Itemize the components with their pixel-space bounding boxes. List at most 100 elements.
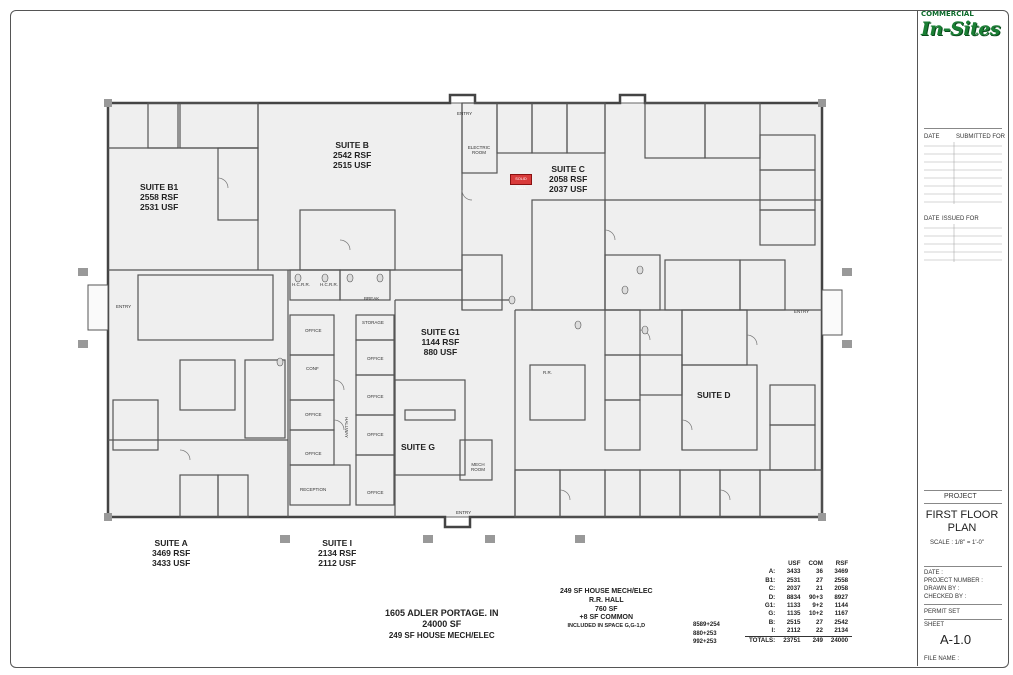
office-label-1: OFFICE xyxy=(305,328,322,333)
suite-c-name: SUITE C xyxy=(551,164,585,174)
calc-notes: 8589+254 880+253 992+253 xyxy=(693,621,720,647)
suite-a-label: SUITE A 3469 RSF 3433 USF xyxy=(152,538,190,569)
common-note-line3: 760 SF xyxy=(595,605,618,613)
office-label-7: OFFICE xyxy=(367,490,384,495)
suite-i-label: SUITE I 2134 RSF 2112 USF xyxy=(318,538,356,569)
entry-label-right: ENTRY xyxy=(794,309,810,314)
logo-small-text: COMMERCIAL xyxy=(921,10,974,18)
table-cell: 10+2 xyxy=(808,610,823,618)
plan-title: FIRST FLOOR PLAN xyxy=(919,509,1005,535)
suite-g1-name: SUITE G1 xyxy=(421,327,460,337)
entry-label-left: ENTRY xyxy=(116,304,132,309)
conf-room-label: CONF xyxy=(306,366,319,371)
tb-sheet-label: SHEET xyxy=(924,622,945,628)
table-cell: 2558 xyxy=(834,576,849,584)
table-cell: 2542 xyxy=(834,618,849,626)
office-label-2: OFFICE xyxy=(367,356,384,361)
suite-a-usf: 3433 USF xyxy=(152,558,191,569)
drawing-sheet-border xyxy=(10,10,1009,668)
office-label-4: OFFICE xyxy=(305,412,322,417)
common-note-line2: R.R. HALL xyxy=(588,596,624,604)
common-note-line4: +8 SF COMMON xyxy=(579,614,634,622)
plan-title-line1: FIRST FLOOR xyxy=(925,509,999,521)
tb-project-label: PROJECT xyxy=(944,493,977,500)
tb-permit-set: PERMIT SET xyxy=(924,609,960,615)
table-cell: 3433 xyxy=(786,568,801,576)
rr-label: R.R. xyxy=(543,370,552,375)
area-table-header: USF COM RSF xyxy=(745,560,852,568)
suite-g1-usf: 880 USF xyxy=(423,347,458,358)
suite-b-name: SUITE B xyxy=(335,140,369,150)
table-cell: 1167 xyxy=(834,610,849,618)
calc-note-1: 8589+254 xyxy=(693,622,720,628)
suite-c-label: SUITE C 2058 RSF 2037 USF xyxy=(549,164,587,195)
suite-b-usf: 2515 USF xyxy=(333,160,372,171)
area-table-header-cell xyxy=(745,560,779,568)
area-table-header-cell: COM xyxy=(808,560,823,567)
suite-c-rsf: 2058 RSF xyxy=(549,174,588,185)
tb-issued-label: ISSUED FOR xyxy=(942,216,979,222)
table-cell: B: xyxy=(768,618,776,626)
table-cell: 36 xyxy=(816,568,823,576)
break-room-label: BREAK xyxy=(364,296,380,301)
tb-issued-grid xyxy=(924,224,1002,262)
table-cell: C: xyxy=(768,585,776,593)
table-cell: 2112 xyxy=(787,627,801,635)
suite-i-name: SUITE I xyxy=(322,538,353,548)
table-cell: 2531 xyxy=(786,576,801,584)
table-cell: 249 xyxy=(812,636,823,644)
table-cell: D: xyxy=(768,593,776,601)
company-logo: COMMERCIAL In-Sites xyxy=(919,10,1007,46)
table-cell: 2134 xyxy=(834,627,849,635)
title-block-rule xyxy=(924,490,1002,491)
tb-checked-by: CHECKED BY : xyxy=(924,594,967,600)
area-table-header-cell: USF xyxy=(788,560,801,567)
table-cell: TOTALS: xyxy=(749,636,776,644)
building-house-mech: 249 SF HOUSE MECH/ELEC xyxy=(388,630,495,640)
common-area-note: 249 SF HOUSE MECH/ELEC R.R. HALL 760 SF … xyxy=(560,588,653,630)
suite-i-rsf: 2134 RSF xyxy=(318,548,357,559)
table-cell: 27 xyxy=(816,618,823,626)
tb-submitted-label: SUBMITTED FOR xyxy=(956,134,1005,140)
tb-drawn-by: DRAWN BY : xyxy=(924,586,960,592)
table-cell: 9+2 xyxy=(812,602,823,610)
building-info: 1605 ADLER PORTAGE. IN 24000 SF 249 SF H… xyxy=(385,608,499,641)
table-cell: 8834 xyxy=(786,593,801,601)
title-block-rule xyxy=(924,604,1002,605)
suite-c-usf: 2037 USF xyxy=(549,184,588,195)
calc-note-3: 992+253 xyxy=(693,639,717,646)
title-block-rule xyxy=(924,619,1002,620)
title-block-divider xyxy=(917,10,918,666)
hallway-label: HALLWAY xyxy=(343,417,349,438)
entry-label-top: ENTRY xyxy=(457,111,473,116)
table-cell: I: xyxy=(771,627,776,635)
office-label-5: OFFICE xyxy=(367,432,384,437)
suite-g-label: SUITE G xyxy=(401,442,436,452)
tb-date2-label: DATE xyxy=(924,216,940,222)
table-cell: 8927 xyxy=(834,593,849,601)
building-address: 1605 ADLER PORTAGE. IN xyxy=(385,608,499,618)
tb-project-info: DATE : PROJECT NUMBER : DRAWN BY : CHECK… xyxy=(924,569,983,601)
building-total-sf: 24000 SF xyxy=(422,619,462,630)
table-cell: 21 xyxy=(816,585,823,593)
hcrr-label-1: H.C.R.R. xyxy=(292,282,310,287)
storage-label: STORAGE xyxy=(362,320,384,325)
suite-a-name: SUITE A xyxy=(154,538,188,548)
common-note-line5: INCLUDED IN SPACE G,G-1,D xyxy=(567,623,646,629)
suite-b-rsf: 2542 RSF xyxy=(333,150,372,161)
title-block-rule xyxy=(924,566,1002,567)
tb-date-label: DATE xyxy=(924,134,940,140)
mech-room-label: MECH ROOM xyxy=(471,462,485,472)
table-cell: 23751 xyxy=(783,636,801,644)
hcrr-label-2: H.C.R.R. xyxy=(320,282,338,287)
electric-room-label: ELECTRIC ROOM xyxy=(467,145,491,155)
tb-date-field: DATE : xyxy=(924,570,943,576)
table-cell: G1: xyxy=(764,602,776,610)
reception-label: RECEPTION xyxy=(300,487,327,492)
